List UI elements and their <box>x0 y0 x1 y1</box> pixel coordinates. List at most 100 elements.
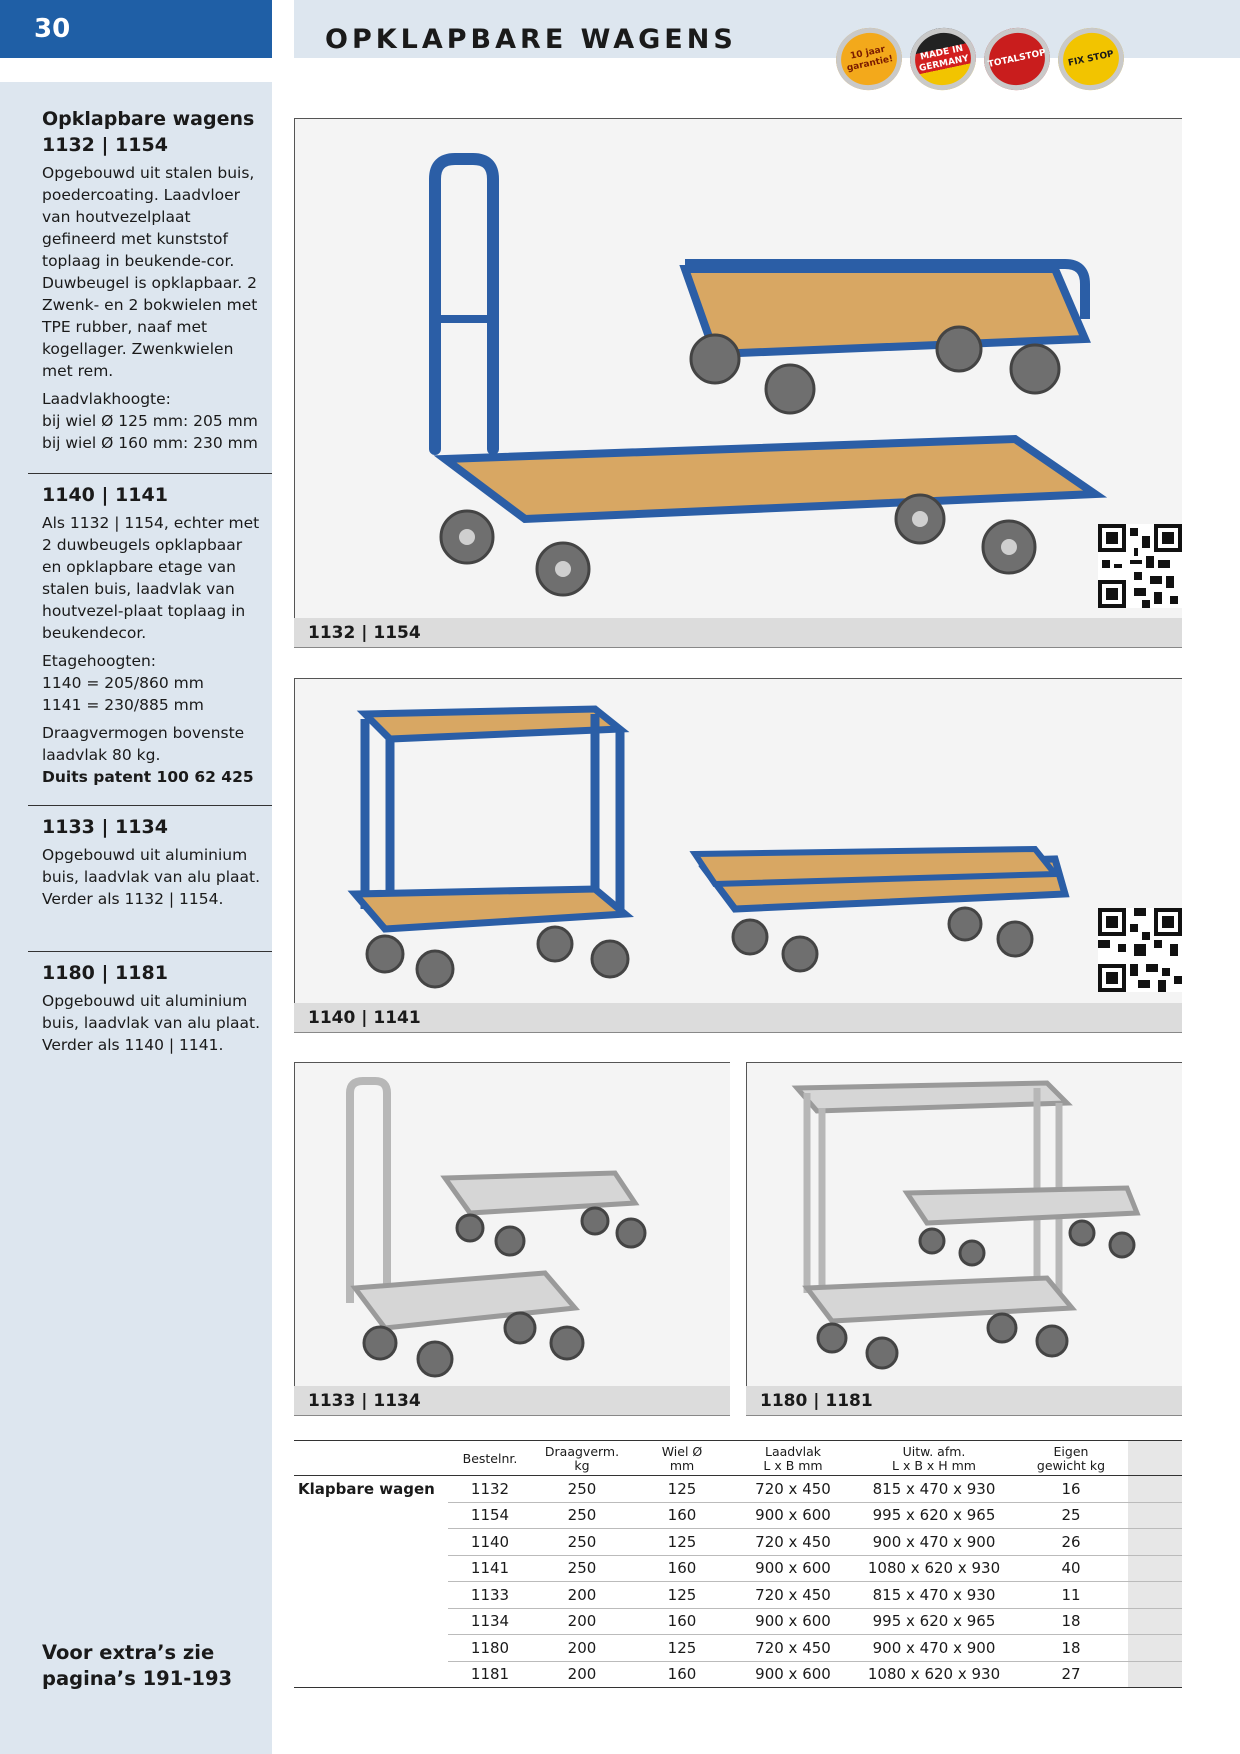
product-photo-1132-1154 <box>294 118 1182 618</box>
section-1133-1134: 1133 | 1134 Opgebouwd uit aluminium buis… <box>42 814 266 916</box>
aluminium-etage-trolley-image <box>791 1080 1141 1370</box>
table-cell: 160 <box>632 1502 732 1529</box>
section-title: 1180 | 1181 <box>42 962 168 984</box>
totalstop-badge-icon: TOTALSTOP <box>978 21 1056 97</box>
photo-caption: 1140 | 1141 <box>294 1003 1182 1033</box>
specification-table: Bestelnr. Draagverm. kg Wiel Ø mm Laadvl… <box>294 1440 1182 1688</box>
table-cell: 125 <box>632 1634 732 1662</box>
table-cell: 1181 <box>448 1661 532 1688</box>
section-divider <box>28 805 272 806</box>
table-cell: 1154 <box>448 1502 532 1529</box>
section-title: 1133 | 1134 <box>42 816 168 838</box>
table-cell: 125 <box>632 1475 732 1503</box>
table-cell: 16 <box>1014 1475 1128 1503</box>
table-cell-empty <box>1128 1475 1182 1503</box>
table-cell: 11 <box>1014 1581 1128 1609</box>
table-cell-empty <box>1128 1608 1182 1635</box>
table-cell: 27 <box>1014 1661 1128 1688</box>
table-cell: 18 <box>1014 1608 1128 1635</box>
table-cell: 815 x 470 x 930 <box>854 1581 1014 1609</box>
table-cell: 200 <box>532 1661 632 1688</box>
section-divider <box>28 473 272 474</box>
table-cell: 200 <box>532 1581 632 1609</box>
fixstop-badge-icon: FIX STOP <box>1052 21 1130 97</box>
table-cell-empty <box>1128 1661 1182 1688</box>
table-cell: 250 <box>532 1555 632 1582</box>
section-text: Opgebouwd uit aluminium buis, laadvlak v… <box>42 846 261 908</box>
table-cell: 995 x 620 x 965 <box>854 1608 1014 1635</box>
table-cell: 1134 <box>448 1608 532 1635</box>
row-group-label <box>294 1502 448 1529</box>
section-1132-1154: Opklapbare wagens 1132 | 1154 Opgebouwd … <box>42 106 266 460</box>
table-cell: 900 x 600 <box>732 1555 854 1582</box>
table-cell: 995 x 620 x 965 <box>854 1502 1014 1529</box>
table-header: Wiel Ø mm <box>632 1440 732 1476</box>
photo-caption: 1133 | 1134 <box>294 1386 730 1416</box>
guarantee-badge-icon: 10 jaar garantie! <box>830 21 908 97</box>
table-cell: 1141 <box>448 1555 532 1582</box>
table-cell: 900 x 470 x 900 <box>854 1634 1014 1662</box>
table-cell: 25 <box>1014 1502 1128 1529</box>
section-text: Etagehoogten: 1140 = 205/860 mm 1141 = 2… <box>42 652 204 714</box>
row-group-label <box>294 1529 448 1556</box>
qr-code-icon <box>1098 908 1182 992</box>
row-group-label <box>294 1555 448 1582</box>
table-cell: 250 <box>532 1502 632 1529</box>
row-group-label: Klapbare wagen <box>298 1480 435 1498</box>
section-title: Opklapbare wagens 1132 | 1154 <box>42 108 255 156</box>
table-cell: 815 x 470 x 930 <box>854 1475 1014 1503</box>
made-in-germany-badge-icon: MADE IN GERMANY <box>904 21 982 97</box>
table-cell: 200 <box>532 1634 632 1662</box>
table-cell: 160 <box>632 1555 732 1582</box>
table-cell: 720 x 450 <box>732 1475 854 1503</box>
table-header: Eigen gewicht kg <box>1014 1440 1128 1476</box>
row-group-label <box>294 1635 448 1662</box>
table-header-empty <box>294 1440 448 1476</box>
section-text: Draagvermogen bovenste laadvlak 80 kg. <box>42 724 245 764</box>
table-cell: 1180 <box>448 1634 532 1662</box>
photo-caption: 1180 | 1181 <box>746 1386 1182 1416</box>
table-cell-empty <box>1128 1555 1182 1582</box>
table-cell: 1132 <box>448 1475 532 1503</box>
product-photo-1133-1134 <box>294 1062 730 1388</box>
table-cell: 900 x 600 <box>732 1608 854 1635</box>
table-cell: 900 x 600 <box>732 1661 854 1688</box>
section-text: Opgebouwd uit stalen buis, poedercoating… <box>42 164 258 380</box>
section-1140-1141: 1140 | 1141 Als 1132 | 1154, echter met … <box>42 482 266 794</box>
table-header: Laadvlak L x B mm <box>732 1440 854 1476</box>
table-header-empty <box>1128 1440 1182 1476</box>
table-header: Draagverm. kg <box>532 1440 632 1476</box>
table-cell: 200 <box>532 1608 632 1635</box>
quality-badges: 10 jaar garantie! MADE IN GERMANY TOTALS… <box>830 21 1130 97</box>
blue-folding-trolley-image <box>429 153 1108 597</box>
row-group-label <box>294 1661 448 1688</box>
sidebar-gap <box>0 58 272 82</box>
table-cell: 900 x 470 x 900 <box>854 1528 1014 1556</box>
row-group-label <box>294 1582 448 1609</box>
aluminium-folding-trolley-image <box>346 1077 647 1378</box>
table-cell-empty <box>1128 1581 1182 1609</box>
section-1180-1181: 1180 | 1181 Opgebouwd uit aluminium buis… <box>42 960 266 1062</box>
table-header: Bestelnr. <box>448 1440 532 1476</box>
product-photo-1180-1181 <box>746 1062 1182 1388</box>
table-cell: 125 <box>632 1581 732 1609</box>
sidebar <box>0 0 272 1754</box>
table-header: Uitw. afm. L x B x H mm <box>854 1440 1014 1476</box>
table-cell-empty <box>1128 1502 1182 1529</box>
row-group-label <box>294 1608 448 1635</box>
patent-note: Duits patent 100 62 425 <box>42 768 254 786</box>
table-cell: 900 x 600 <box>732 1502 854 1529</box>
table-cell: 40 <box>1014 1555 1128 1582</box>
table-cell-empty <box>1128 1634 1182 1662</box>
table-cell: 18 <box>1014 1634 1128 1662</box>
section-text: Opgebouwd uit aluminium buis, laadvlak v… <box>42 992 261 1054</box>
blue-etage-trolley-image <box>347 705 1070 989</box>
table-cell: 160 <box>632 1661 732 1688</box>
table-cell: 26 <box>1014 1528 1128 1556</box>
table-cell: 250 <box>532 1475 632 1503</box>
